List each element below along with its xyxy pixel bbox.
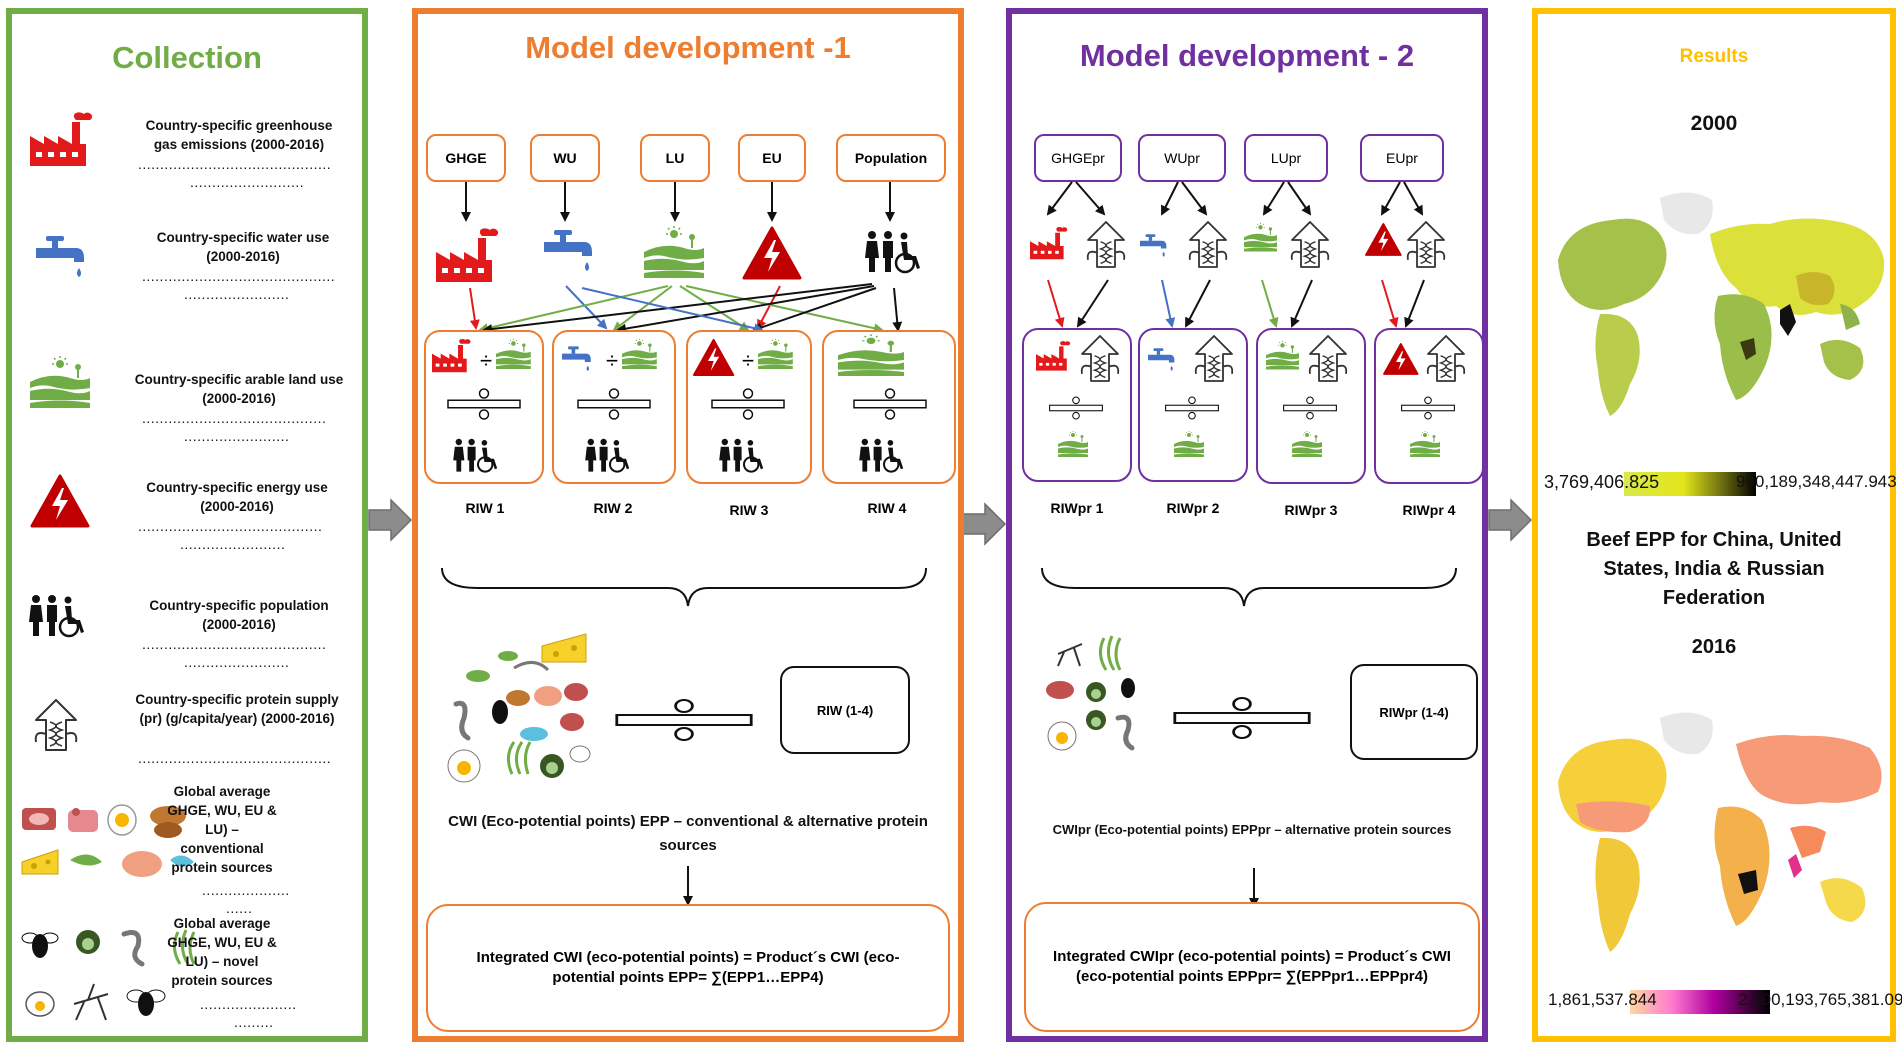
riw-label-4: RIW 4: [867, 500, 907, 516]
flow-arrow-1: [368, 499, 412, 541]
riwpr-label-2: RIWpr 2: [1166, 500, 1220, 516]
riwpr-box-contents: [1036, 335, 1466, 458]
input-box-eu: EU: [738, 134, 806, 182]
riw-box-contents: ÷ ÷ ÷: [432, 333, 927, 473]
novel-foods-icon: [21, 929, 196, 1021]
legend-gradient-2016: [1630, 990, 1770, 1014]
dots: ........................................…: [142, 268, 336, 284]
input-box-wupr: WUpr: [1138, 134, 1226, 182]
model2-connectors: [1046, 181, 1425, 328]
collection-item-energy: Country-specific energy use (2000-2016): [146, 480, 328, 514]
input-box-lupr: LUpr: [1244, 134, 1328, 182]
model2-input-icons: [1030, 221, 1446, 268]
down-arrow: [1249, 868, 1259, 908]
riw-divisor-box: RIW (1-4): [780, 666, 910, 754]
input-box-eupr: EUpr: [1360, 134, 1444, 182]
world-map-2000: [1558, 192, 1885, 416]
riwpr-label-4: RIWpr 4: [1402, 502, 1456, 518]
dots: ........................................…: [138, 750, 332, 766]
legend-max-2016: 2,500,193,765,381.09: [1738, 990, 1902, 1009]
riwpr-label-1: RIWpr 1: [1050, 500, 1104, 516]
model2-title: Model development - 2: [1079, 38, 1415, 73]
dots: .........: [234, 1014, 274, 1030]
dots: ......................: [200, 996, 297, 1012]
riw-label-3: RIW 3: [729, 502, 769, 518]
input-box-lu: LU: [640, 134, 710, 182]
year-2000-label: 2000: [1690, 112, 1738, 135]
factory-icon: [30, 112, 93, 166]
input-box-population: Population: [836, 134, 946, 182]
collection-item-population: Country-specific population (2000-2016): [149, 598, 329, 632]
flow-arrow-2: [962, 503, 1006, 545]
collection-item-land: Country-specific arable land use (2000-2…: [134, 372, 344, 406]
riwpr-divisor-box: RIWpr (1-4): [1350, 664, 1478, 760]
dots: ........................................…: [142, 410, 327, 426]
brace: [441, 567, 927, 607]
riw-label-1: RIW 1: [465, 500, 505, 516]
alternative-proteins-icon: [1046, 635, 1135, 751]
riwpr-label-3: RIWpr 3: [1284, 502, 1338, 518]
results-caption: Beef EPP for China, United States, India…: [1586, 529, 1842, 609]
brace: [1041, 567, 1457, 607]
dots: ........................................…: [142, 636, 327, 652]
dots: ........................: [184, 428, 290, 444]
legend-max-2000: 990,189,348,447.943: [1736, 472, 1897, 491]
protein-sources-icon: [447, 633, 591, 783]
collection-item-novel: Global average GHGE, WU, EU & LU) – nove…: [167, 916, 277, 988]
arable-land-icon: [29, 355, 91, 409]
dots: ........................: [184, 286, 290, 302]
collection-panel: Collection Country-specific greenhouse g…: [6, 8, 368, 1042]
dots: ........................................…: [138, 156, 332, 172]
dots: ........................: [184, 654, 290, 670]
protein-arrow-icon: [34, 699, 78, 751]
input-box-wu: WU: [530, 134, 600, 182]
model1-connectors: [461, 182, 903, 335]
dots: ........................: [180, 536, 286, 552]
down-arrow: [683, 866, 693, 906]
dots: ........................................…: [138, 518, 323, 534]
legend-min-2000: 3,769,406.825: [1544, 472, 1660, 492]
svg-text:÷: ÷: [742, 348, 754, 373]
divide-symbol: [1173, 696, 1311, 740]
conventional-foods-icon: [21, 804, 194, 877]
legend-gradient-2000: [1624, 472, 1756, 496]
cwipr-text: CWIpr (Eco-potential points) EPPpr – alt…: [1052, 822, 1452, 837]
model1-title: Model development -1: [525, 30, 851, 65]
dots: ....................: [202, 882, 290, 898]
collection-item-ghg: Country-specific greenhouse gas emission…: [145, 118, 333, 152]
collection-item-protein: Country-specific protein supply (pr) (g/…: [135, 692, 339, 726]
results-title: Results: [1679, 46, 1749, 67]
integrated-cwi-box: Integrated CWI (eco-potential points) = …: [426, 904, 950, 1032]
riw-label-2: RIW 2: [593, 500, 633, 516]
results-panel: Results 2000 3,769,406.825 990,189,348,4…: [1532, 8, 1902, 1042]
collection-item-water: Country-specific water use (2000-2016): [156, 230, 330, 264]
input-box-ghge: GHGE: [426, 134, 506, 182]
dots: ..........................: [190, 174, 305, 190]
cwi-text: CWI (Eco-potential points) EPP – convent…: [448, 813, 928, 854]
input-box-ghgepr: GHGEpr: [1034, 134, 1122, 182]
flow-arrow-3: [1488, 499, 1532, 541]
legend-min-2016: 1,861,537.844: [1548, 990, 1657, 1009]
world-map-2016: [1558, 712, 1882, 952]
divide-symbol: [615, 698, 753, 742]
svg-text:÷: ÷: [606, 348, 618, 373]
energy-warning-icon: [30, 474, 90, 528]
population-icon: [27, 593, 86, 638]
year-2016-label: 2016: [1691, 636, 1737, 658]
collection-item-conventional: Global average GHGE, WU, EU & LU) – conv…: [167, 784, 277, 875]
water-tap-icon: [36, 236, 84, 277]
model1-panel: Model development -1 GHGE WU LU EU Popul…: [412, 8, 964, 1042]
collection-title: Collection: [112, 40, 262, 75]
model2-panel: Model development - 2 GHGEpr WUpr LUpr E…: [1006, 8, 1488, 1042]
svg-text:÷: ÷: [480, 348, 492, 373]
dots: ......: [226, 900, 253, 916]
integrated-cwipr-box: Integrated CWIpr (eco-potential points) …: [1024, 902, 1480, 1032]
